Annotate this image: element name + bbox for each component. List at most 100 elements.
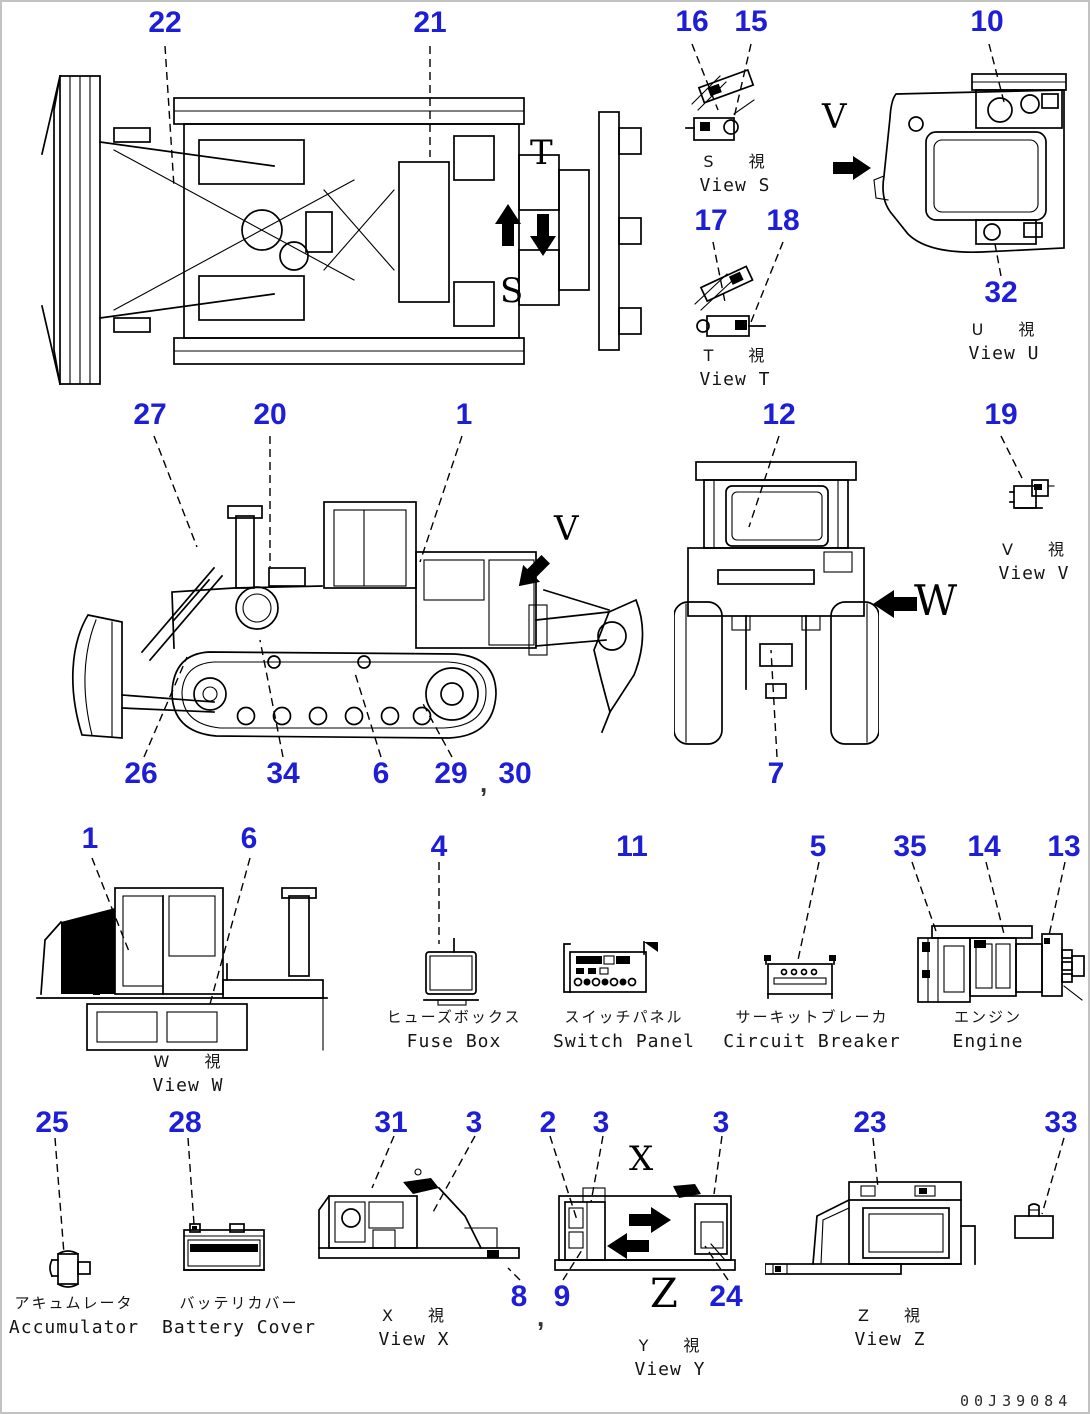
fuse-box-drawing [423, 938, 479, 1006]
callout-1-side: 1 [455, 398, 473, 431]
document-number: 00J39084 [960, 1392, 1073, 1410]
callout-19: 19 [984, 398, 1018, 431]
comma-29-30: , [480, 768, 488, 798]
engine-label-en: Engine [952, 1031, 1024, 1052]
callout-29: 29 [434, 757, 468, 790]
callout-13: 13 [1047, 830, 1081, 863]
view-s-label: S 視 View S [699, 148, 770, 196]
view-x-machine-drawing [318, 1168, 520, 1259]
callout-12: 12 [762, 398, 796, 431]
view-w-label: W 視 View W [152, 1048, 223, 1096]
engine-drawing [917, 925, 1085, 1003]
callout-14: 14 [967, 830, 1001, 863]
callout-25: 25 [35, 1106, 69, 1139]
view-w-label-en: View W [152, 1075, 224, 1096]
accumulator-label-en: Accumulator [8, 1317, 140, 1338]
view-t-label-jp: T 視 [703, 346, 767, 365]
letter-v-top: V [822, 97, 847, 137]
letter-s: S [500, 271, 524, 311]
switch-panel-label-jp: スイッチパネル [564, 1008, 684, 1026]
callout-9: 9 [553, 1280, 571, 1313]
switch-panel-drawing [563, 941, 658, 993]
bulldozer-top-view-drawing [40, 74, 642, 386]
view-z-label-en: View Z [854, 1329, 926, 1350]
fuse-box-label-jp: ヒューズボックス [386, 1008, 522, 1026]
comma-8-9: , [537, 1302, 545, 1332]
callout-11: 11 [616, 830, 648, 863]
fuse-box-label-en: Fuse Box [406, 1031, 502, 1052]
callout-6-view-w: 6 [240, 822, 258, 855]
part-19-drawing [1009, 479, 1055, 509]
view-s-label-en: View S [699, 175, 771, 196]
callout-34: 34 [266, 757, 300, 790]
letter-t: T [530, 133, 553, 173]
callout-27: 27 [133, 398, 167, 431]
battery-cover-label: バッテリカバー Battery Cover [162, 1292, 316, 1338]
letter-w: W [914, 576, 958, 625]
part-17-18-drawing [694, 265, 766, 337]
view-z-label: Z 視 View Z [854, 1302, 925, 1350]
callout-1-view-w: 1 [81, 822, 99, 855]
view-w-machine-drawing [36, 887, 328, 1051]
part-33-drawing [1014, 1203, 1054, 1239]
callout-5: 5 [809, 830, 827, 863]
view-y-label-jp: Y 視 [638, 1336, 702, 1355]
view-w-label-jp: W 視 [153, 1052, 223, 1071]
engine-label: エンジン Engine [952, 1006, 1023, 1052]
view-x-label-en: View X [378, 1329, 450, 1350]
callout-24: 24 [709, 1280, 743, 1313]
callout-22: 22 [148, 6, 182, 39]
letter-z: Z [650, 1271, 678, 1317]
view-z-label-jp: Z 視 [857, 1306, 923, 1325]
switch-panel-label: スイッチパネル Switch Panel [553, 1006, 695, 1052]
callout-7: 7 [767, 757, 785, 790]
callout-23: 23 [853, 1106, 887, 1139]
bulldozer-side-view-drawing [71, 501, 644, 739]
bulldozer-rear-view-drawing [674, 461, 879, 745]
switch-panel-label-en: Switch Panel [552, 1031, 696, 1052]
callout-2: 2 [539, 1106, 557, 1139]
circuit-breaker-drawing [764, 955, 836, 999]
callout-26: 26 [124, 757, 158, 790]
letter-v-side: V [554, 509, 579, 549]
callout-4: 4 [430, 830, 448, 863]
view-x-label: X 視 View X [378, 1302, 449, 1350]
fuse-box-label: ヒューズボックス Fuse Box [387, 1006, 522, 1052]
view-w-left-arrow-icon [873, 590, 917, 618]
callout-33: 33 [1044, 1106, 1078, 1139]
view-t-label: T 視 View T [699, 342, 770, 390]
view-v-label-en: View V [998, 563, 1070, 584]
view-t-label-en: View T [699, 369, 771, 390]
callout-10: 10 [970, 5, 1004, 38]
callout-17: 17 [694, 204, 728, 237]
callout-15: 15 [734, 5, 768, 38]
up-arrow-icon [495, 204, 521, 246]
view-z-machine-drawing [765, 1181, 976, 1275]
machine-deck-top-view-drawing [873, 73, 1067, 254]
callout-32: 32 [984, 276, 1018, 309]
callout-3-view-y-1: 3 [592, 1106, 610, 1139]
callout-16: 16 [675, 5, 709, 38]
view-v-diagonal-arrow-icon [518, 555, 550, 587]
part-16-15-drawing [685, 68, 755, 141]
view-u-right-arrow-icon [833, 156, 871, 180]
accumulator-drawing [49, 1250, 91, 1288]
view-s-label-jp: S 視 [703, 152, 767, 171]
callout-3-view-y-2: 3 [712, 1106, 730, 1139]
view-v-label-jp: V 視 [1001, 540, 1067, 559]
view-u-label-en: View U [968, 343, 1040, 364]
letter-x: X [629, 1139, 654, 1179]
callout-8: 8 [510, 1280, 528, 1313]
view-x-label-jp: X 視 [381, 1306, 447, 1325]
circuit-breaker-label: サーキットブレーカ Circuit Breaker [723, 1006, 901, 1052]
circuit-breaker-label-jp: サーキットブレーカ [735, 1008, 889, 1026]
callout-28: 28 [168, 1106, 202, 1139]
battery-cover-label-en: Battery Cover [162, 1317, 316, 1338]
view-y-label-en: View Y [634, 1359, 706, 1380]
callout-3-view-x: 3 [465, 1106, 483, 1139]
callout-35: 35 [893, 830, 927, 863]
callout-6-side: 6 [372, 757, 390, 790]
view-u-label-jp: U 視 [971, 320, 1037, 339]
callout-18: 18 [766, 204, 800, 237]
